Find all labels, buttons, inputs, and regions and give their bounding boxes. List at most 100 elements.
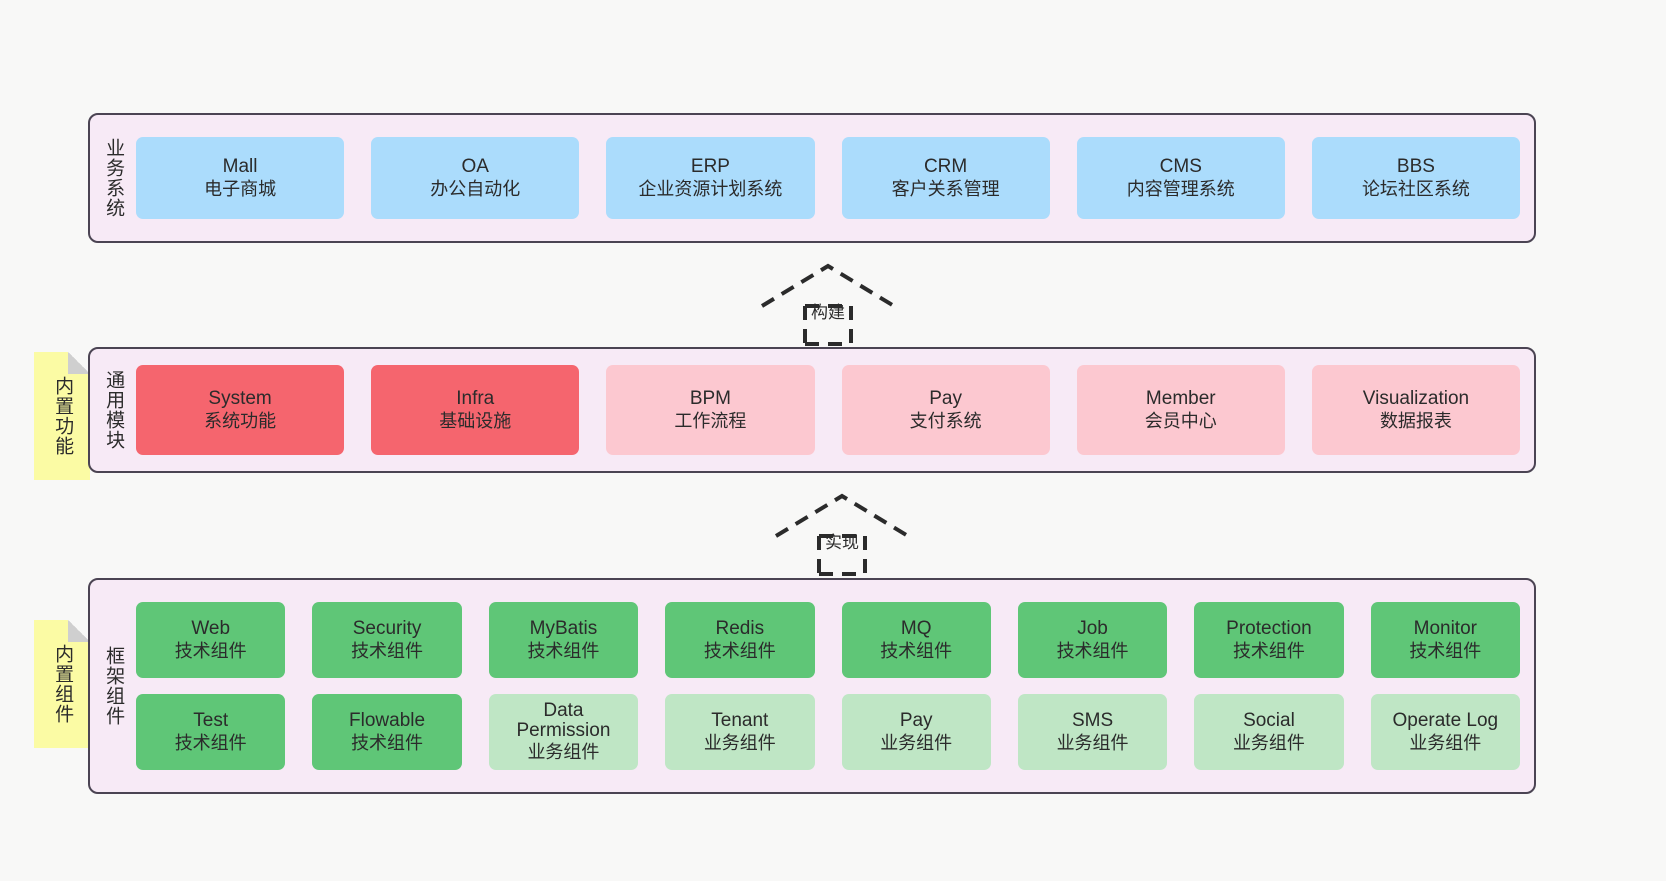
card-member[interactable]: Member 会员中心 <box>1076 365 1285 455</box>
card-mall[interactable]: Mall 电子商城 <box>136 137 345 219</box>
card-subtitle: 技术组件 <box>1232 640 1305 661</box>
card-row: Mall 电子商城 OA 办公自动化 ERP 企业资源计划系统 CRM 客户关系… <box>136 137 1521 219</box>
card-subtitle: 技术组件 <box>174 640 247 661</box>
card-data-permission[interactable]: Data Permission 业务组件 <box>488 694 639 770</box>
connector-implement: 实现 <box>772 492 912 576</box>
card-system[interactable]: System 系统功能 <box>136 365 345 455</box>
card-mybatis[interactable]: MyBatis 技术组件 <box>488 602 639 678</box>
card-subtitle: 业务组件 <box>527 741 600 762</box>
sticky-note-builtin-features: 内置功能 <box>34 352 90 480</box>
card-title: OA <box>461 156 489 178</box>
card-title: Test <box>193 710 229 732</box>
card-title: Protection <box>1226 618 1312 640</box>
card-subtitle: 论坛社区系统 <box>1361 178 1470 199</box>
dashed-open-arrow-up-icon <box>774 493 910 576</box>
card-subtitle: 技术组件 <box>880 640 953 661</box>
card-title: Monitor <box>1413 618 1477 640</box>
sticky-note-label: 内置组件 <box>52 644 74 724</box>
card-crm[interactable]: CRM 客户关系管理 <box>841 137 1050 219</box>
card-subtitle: 业务组件 <box>880 732 953 753</box>
card-visualization[interactable]: Visualization 数据报表 <box>1311 365 1521 455</box>
card-title: Data Permission <box>516 699 611 742</box>
card-title: Redis <box>715 618 765 640</box>
card-subtitle: 办公自动化 <box>430 178 521 199</box>
layer-body-business-systems: Mall 电子商城 OA 办公自动化 ERP 企业资源计划系统 CRM 客户关系… <box>136 115 1534 241</box>
card-subtitle: 业务组件 <box>1232 732 1305 753</box>
card-row: System 系统功能 Infra 基础设施 BPM 工作流程 Pay 支付系统… <box>136 365 1521 455</box>
card-protection[interactable]: Protection 技术组件 <box>1194 602 1344 678</box>
card-test[interactable]: Test 技术组件 <box>136 694 286 770</box>
connector-label-build: 构建 <box>811 303 845 322</box>
layer-common-modules: 通用模块 System 系统功能 Infra 基础设施 BPM 工作流程 Pay… <box>88 347 1536 473</box>
card-title: MyBatis <box>529 618 598 640</box>
card-job[interactable]: Job 技术组件 <box>1017 602 1168 678</box>
card-subtitle: 技术组件 <box>174 732 247 753</box>
card-subtitle: 技术组件 <box>1409 640 1482 661</box>
card-subtitle: 技术组件 <box>1056 640 1129 661</box>
sticky-note-builtin-components: 内置组件 <box>34 620 90 748</box>
card-title: Social <box>1243 710 1295 732</box>
card-title: Member <box>1145 388 1216 410</box>
card-title: Pay <box>929 388 962 410</box>
connector-label-implement: 实现 <box>825 533 859 552</box>
card-row: Test 技术组件 Flowable 技术组件 Data Permission … <box>136 694 1520 770</box>
card-tenant[interactable]: Tenant 业务组件 <box>665 694 815 770</box>
card-subtitle: 业务组件 <box>1409 732 1482 753</box>
card-subtitle: 会员中心 <box>1144 410 1217 431</box>
card-title: Web <box>191 618 231 640</box>
card-title: Infra <box>456 388 495 410</box>
card-subtitle: 系统功能 <box>204 410 277 431</box>
card-web[interactable]: Web 技术组件 <box>136 602 286 678</box>
card-erp[interactable]: ERP 企业资源计划系统 <box>606 137 815 219</box>
card-subtitle: 数据报表 <box>1379 410 1452 431</box>
sticky-note-label: 内置功能 <box>52 376 74 456</box>
layer-business-systems: 业务系统 Mall 电子商城 OA 办公自动化 ERP 企业资源计划系统 CRM… <box>88 113 1536 243</box>
card-title: Pay <box>899 710 933 732</box>
card-cms[interactable]: CMS 内容管理系统 <box>1076 137 1285 219</box>
card-title: MQ <box>900 618 932 640</box>
card-bbs[interactable]: BBS 论坛社区系统 <box>1311 137 1521 219</box>
card-oa[interactable]: OA 办公自动化 <box>371 137 580 219</box>
card-security[interactable]: Security 技术组件 <box>312 602 462 678</box>
card-subtitle: 技术组件 <box>351 732 424 753</box>
card-flowable[interactable]: Flowable 技术组件 <box>312 694 462 770</box>
card-mq[interactable]: MQ 技术组件 <box>841 602 991 678</box>
card-title: Flowable <box>349 710 426 732</box>
layer-framework-components: 框架组件 Web 技术组件 Security 技术组件 MyBatis 技术组件… <box>88 578 1536 794</box>
card-pay-component[interactable]: Pay 业务组件 <box>841 694 991 770</box>
card-title: CRM <box>923 156 968 178</box>
connector-build: 构建 <box>758 262 898 346</box>
card-subtitle: 技术组件 <box>527 640 600 661</box>
layer-body-framework-components: Web 技术组件 Security 技术组件 MyBatis 技术组件 Redi… <box>136 580 1534 792</box>
layer-title-business-systems: 业务系统 <box>103 138 125 218</box>
card-subtitle: 客户关系管理 <box>891 178 1000 199</box>
card-title: CMS <box>1159 156 1202 178</box>
card-title: Tenant <box>711 710 769 732</box>
card-title: Security <box>352 618 422 640</box>
card-title: Visualization <box>1362 388 1470 410</box>
card-pay[interactable]: Pay 支付系统 <box>841 365 1050 455</box>
card-subtitle: 业务组件 <box>1056 732 1129 753</box>
card-subtitle: 工作流程 <box>674 410 747 431</box>
card-title: BPM <box>689 388 732 410</box>
card-row: Web 技术组件 Security 技术组件 MyBatis 技术组件 Redi… <box>136 602 1520 678</box>
card-monitor[interactable]: Monitor 技术组件 <box>1370 602 1520 678</box>
card-subtitle: 业务组件 <box>703 732 776 753</box>
card-title: Operate Log <box>1392 710 1499 732</box>
card-subtitle: 支付系统 <box>909 410 982 431</box>
card-infra[interactable]: Infra 基础设施 <box>371 365 580 455</box>
card-subtitle: 内容管理系统 <box>1126 178 1235 199</box>
card-operate-log[interactable]: Operate Log 业务组件 <box>1370 694 1520 770</box>
card-title: System <box>208 388 272 410</box>
layer-title-framework-components: 框架组件 <box>103 646 125 726</box>
card-social[interactable]: Social 业务组件 <box>1194 694 1344 770</box>
card-bpm[interactable]: BPM 工作流程 <box>606 365 815 455</box>
layer-title-common-modules: 通用模块 <box>103 370 125 450</box>
card-sms[interactable]: SMS 业务组件 <box>1017 694 1168 770</box>
card-title: SMS <box>1071 710 1114 732</box>
card-redis[interactable]: Redis 技术组件 <box>665 602 815 678</box>
card-subtitle: 企业资源计划系统 <box>638 178 783 199</box>
card-subtitle: 技术组件 <box>351 640 424 661</box>
card-subtitle: 电子商城 <box>204 178 277 199</box>
dashed-open-arrow-up-icon <box>760 263 896 346</box>
